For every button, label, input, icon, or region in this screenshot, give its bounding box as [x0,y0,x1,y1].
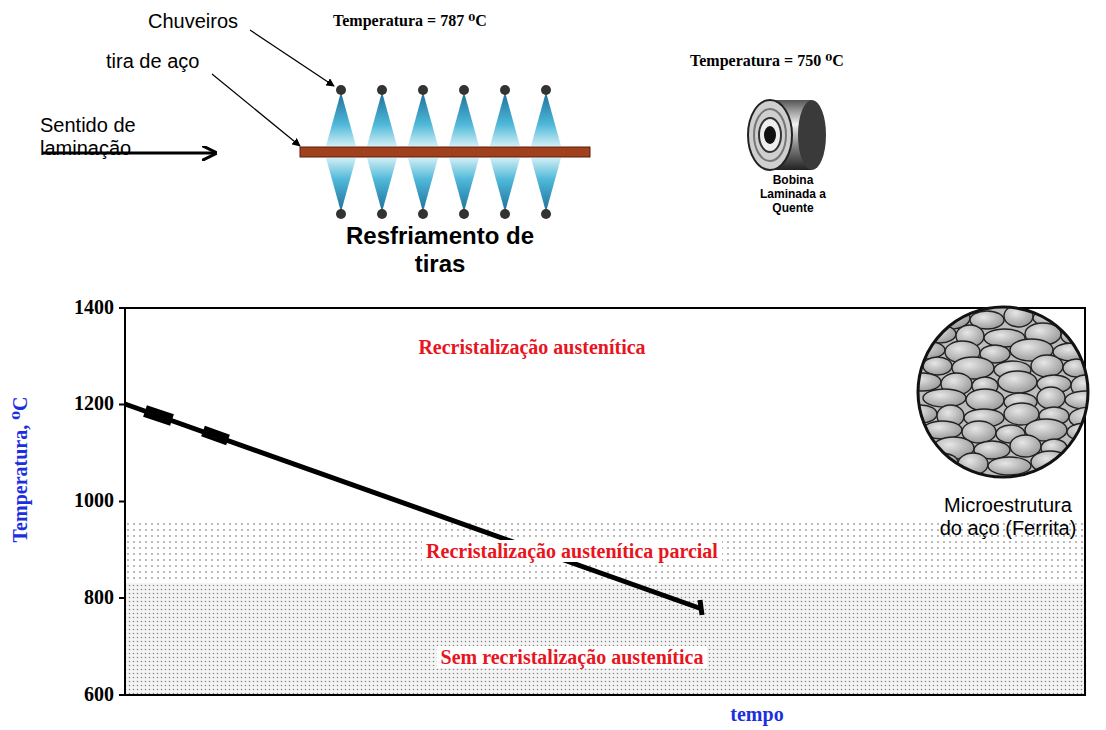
axis-tick: 800 [40,586,114,609]
section-title: Resfriamento de tiras [330,222,550,277]
region-label: Recristalização austenítica [332,336,732,359]
coil-label: Bobina Laminada a Quente [748,174,838,215]
steel-strip [300,147,590,157]
nozzle [500,209,510,219]
callout-label: tira de aço [106,50,236,73]
coil-icon [748,100,826,170]
spray-cone [490,158,520,212]
region-label: Recristalização austenítica parcial [362,540,782,563]
spray-cone [367,92,397,146]
axis-tick: 1000 [40,489,114,512]
nozzle [336,209,346,219]
cooling-curve [125,404,702,609]
nozzle [541,85,551,95]
callout-label: Chuveiros [148,10,268,33]
axis-tick: 1200 [40,392,114,415]
nozzle [418,209,428,219]
region-label: Sem recristalização austenítica [362,646,782,669]
spray-cone [531,92,561,146]
leader-line [212,74,300,146]
spray-cone [367,158,397,212]
microstructure-figure [905,305,1106,477]
axis-title: Temperatura, ⁰C [9,380,32,560]
spray-cone [531,158,561,212]
direction-label: Sentido de laminação [40,114,180,160]
nozzle [459,85,469,95]
axis-title: tempo [707,703,807,726]
chart [119,308,1085,695]
spray-cone [408,158,438,212]
spray-cone [449,158,479,212]
spray-cone [326,158,356,212]
nozzle [377,209,387,219]
figure-caption: Microestrutura do aço (Ferrita) [933,494,1083,540]
leader-line [250,30,334,86]
spray-cone [408,92,438,146]
label-text: Sem recristalização austenítica [437,646,708,668]
nozzle [418,85,428,95]
spray-cone [449,92,479,146]
nozzle [500,85,510,95]
label-text: Recristalização austenítica parcial [422,540,722,562]
temperature-label: Temperatura = 787 ⁰C [333,12,573,30]
nozzle [336,85,346,95]
nozzle [459,209,469,219]
nozzle [377,85,387,95]
axis-tick: 1400 [40,296,114,319]
axis-tick: 600 [40,683,114,706]
nozzle [541,209,551,219]
spray-cone [490,92,520,146]
temperature-label: Temperatura = 750 ⁰C [690,52,930,70]
spray-cone [326,92,356,146]
